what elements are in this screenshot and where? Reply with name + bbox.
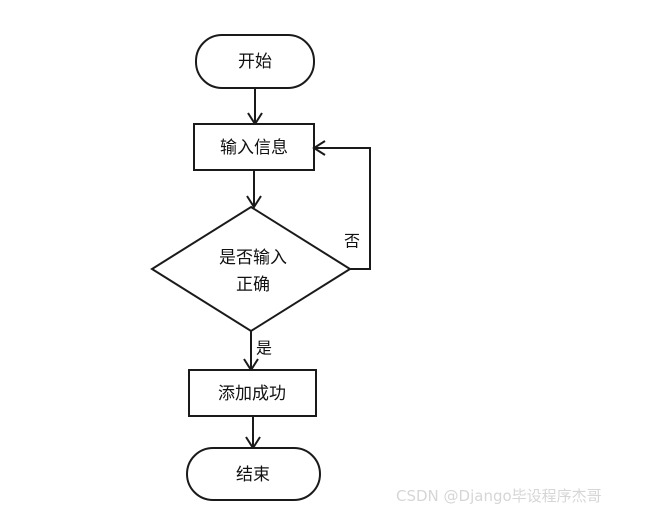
arrow-no-loop-back bbox=[312, 140, 371, 270]
input-info-node: 输入信息 bbox=[193, 123, 315, 171]
end-node-label: 结束 bbox=[236, 465, 270, 485]
arrow-start-to-input bbox=[247, 88, 263, 126]
start-node-label: 开始 bbox=[238, 52, 272, 72]
success-node: 添加成功 bbox=[188, 369, 317, 417]
input-info-label: 输入信息 bbox=[220, 138, 288, 158]
start-node: 开始 bbox=[195, 34, 315, 89]
decision-label-line1: 是否输入 bbox=[219, 248, 287, 268]
yes-branch-label: 是 bbox=[256, 339, 272, 358]
arrow-input-to-decision bbox=[246, 170, 262, 209]
success-label: 添加成功 bbox=[218, 384, 286, 404]
end-node: 结束 bbox=[186, 447, 321, 501]
watermark-text: CSDN @Django毕设程序杰哥 bbox=[396, 487, 602, 505]
arrow-success-to-end bbox=[245, 416, 261, 450]
decision-node: 是否输入 正确 bbox=[150, 205, 352, 333]
decision-label-line2: 正确 bbox=[236, 275, 270, 295]
no-branch-label: 否 bbox=[344, 232, 360, 251]
